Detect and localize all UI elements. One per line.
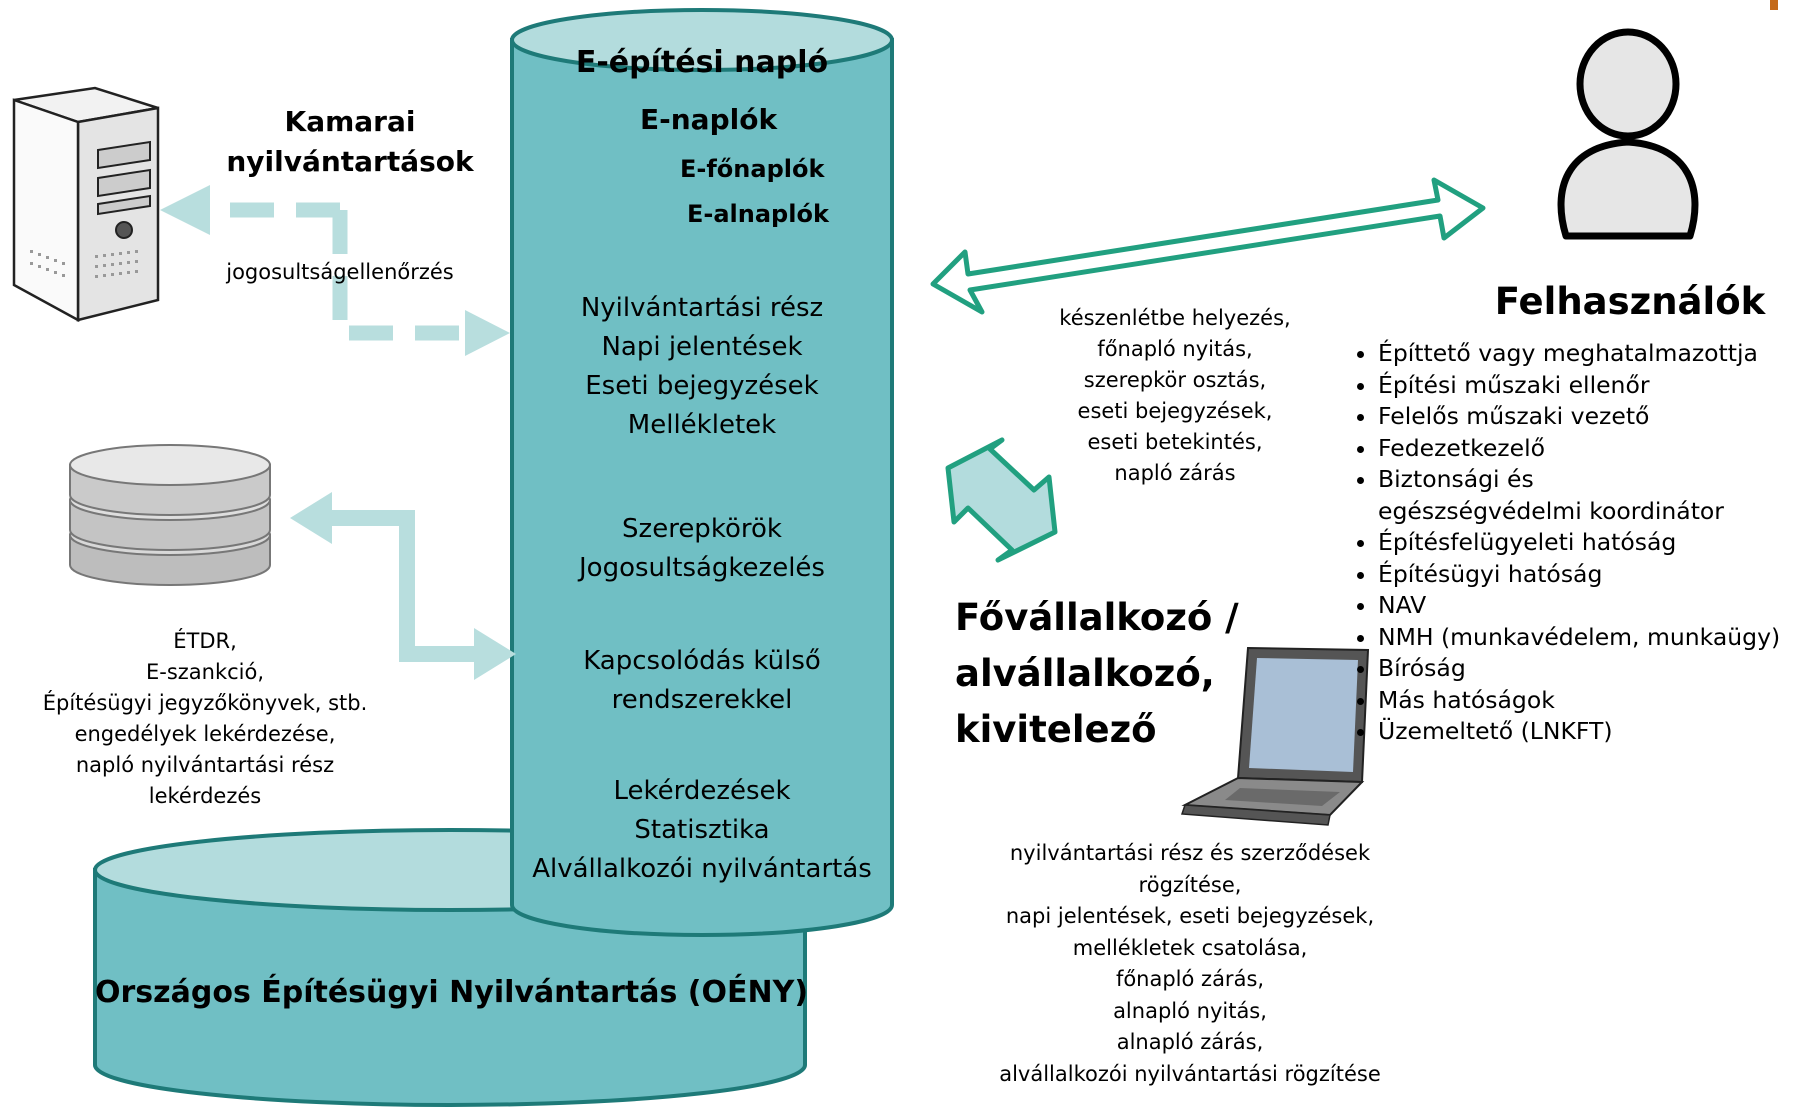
cylinder-section-queries: Lekérdezések Statisztika Alvállalkozói n… [512, 772, 892, 889]
e-fonaplok-label: E-főnaplók [680, 155, 825, 183]
section-line: Nyilvántartási rész [580, 293, 824, 323]
external-systems-text: ÉTDR, E-szankció, Építésügyi jegyzőkönyv… [10, 626, 400, 812]
contractor-title-line: alvállalkozó, [955, 652, 1215, 695]
arrow-cylinder-contractor [945, 437, 1058, 563]
corner-mark [1770, 0, 1778, 10]
contractor-title: Fővállalkozó / alvállalkozó, kivitelező [955, 590, 1239, 758]
user-action-line: eseti bejegyzések, [1077, 399, 1273, 423]
section-line: Napi jelentések [601, 332, 803, 362]
e-naplok-label: E-naplók [640, 103, 778, 136]
arrow-cylinder-users [930, 177, 1486, 315]
external-line: engedélyek lekérdezése, [74, 722, 336, 746]
users-list-item: Biztonsági és egészségvédelmi koordináto… [1378, 464, 1738, 527]
contractor-action-line: rögzítése, [1138, 872, 1242, 897]
users-list-item: Üzemeltető (LNKFT) [1378, 716, 1780, 748]
external-line: ÉTDR, [173, 629, 237, 653]
section-line: Kapcsolódás külső [583, 646, 821, 676]
contractor-action-line: alnapló nyitás, [1113, 998, 1267, 1023]
contractor-action-line: alvállalkozói nyilvántartási rögzítése [999, 1061, 1381, 1086]
server-tower-icon [12, 86, 160, 323]
laptop-icon [1180, 646, 1370, 826]
users-list-item: Építésfelügyeleti hatóság [1378, 527, 1780, 559]
contractor-action-line: főnapló zárás, [1115, 967, 1265, 991]
e-naplo-cylinder [510, 8, 894, 937]
external-line: lekérdezés [148, 784, 262, 808]
user-actions-text: készenlétbe helyezés, főnapló nyitás, sz… [1025, 303, 1325, 489]
oeny-title: Országos Építésügyi Nyilvántartás (OÉNY) [95, 975, 809, 1010]
cylinder-section-roles: Szerepkörök Jogosultságkezelés [512, 510, 892, 588]
contractor-actions-text: nyilvántartási rész és szerződések rögzí… [950, 838, 1430, 1090]
contractor-action-line: alnapló zárás, [1116, 1030, 1264, 1054]
contractor-action-line: mellékletek csatolása, [1072, 935, 1308, 960]
section-line: Szerepkörök [622, 514, 782, 544]
user-action-line: készenlétbe helyezés, [1059, 306, 1291, 330]
cylinder-section-external: Kapcsolódás külső rendszerekkel [512, 642, 892, 720]
database-stack-icon [69, 444, 271, 586]
external-line: napló nyilvántartási rész [75, 753, 335, 777]
contractor-action-line: napi jelentések, eseti bejegyzések, [1005, 904, 1375, 928]
contractor-title-line: Fővállalkozó / [955, 596, 1239, 639]
cylinder-title: E-építési napló [575, 45, 829, 80]
user-action-line: főnapló nyitás, [1097, 337, 1253, 361]
user-action-line: szerepkör osztás, [1083, 368, 1267, 392]
arrow-database-cylinder [290, 492, 516, 680]
users-list-item: NAV [1378, 590, 1780, 622]
users-list-item: Bíróság [1378, 653, 1780, 685]
users-list-item: Építtető vagy meghatalmazottja [1378, 338, 1780, 370]
section-line: Mellékletek [627, 410, 777, 440]
user-person-icon [1557, 28, 1699, 240]
dashed-arrow-to-server [160, 185, 510, 356]
contractor-action-line: nyilvántartási rész és szerződések [1009, 841, 1371, 865]
kamarai-title-line: Kamarai [284, 105, 416, 138]
users-list: Építtető vagy meghatalmazottja Építési m… [1348, 338, 1780, 748]
users-list-item: Felelős műszaki vezető [1378, 401, 1780, 433]
contractor-title-line: kivitelező [955, 708, 1157, 751]
external-line: Építésügyi jegyzőkönyvek, stb. [42, 691, 368, 715]
section-line: Alvállalkozói nyilvántartás [532, 854, 872, 884]
users-list-item: Fedezetkezelő [1378, 433, 1780, 465]
section-line: rendszerekkel [611, 685, 793, 715]
users-list-item: Építésügyi hatóság [1378, 559, 1780, 591]
user-action-line: eseti betekintés, [1087, 430, 1263, 454]
users-list-item: NMH (munkavédelem, munkaügy) [1378, 622, 1780, 654]
section-line: Eseti bejegyzések [585, 371, 819, 401]
external-line: E-szankció, [145, 660, 265, 684]
users-title: Felhasználók [1494, 280, 1766, 323]
section-line: Jogosultságkezelés [579, 553, 825, 583]
jogosultsag-label: jogosultságellenőrzés [226, 260, 454, 284]
section-line: Lekérdezések [613, 776, 791, 806]
cylinder-section-records: Nyilvántartási rész Napi jelentések Eset… [512, 289, 892, 445]
users-list-item: Építési műszaki ellenőr [1378, 370, 1780, 402]
e-alnaplok-label: E-alnaplók [687, 200, 829, 228]
user-action-line: napló zárás [1114, 461, 1236, 485]
section-line: Statisztika [634, 815, 770, 845]
kamarai-title-line: nyilvántartások [226, 145, 474, 178]
kamarai-title: Kamarai nyilvántartások [205, 102, 495, 182]
users-list-item: Más hatóságok [1378, 685, 1780, 717]
